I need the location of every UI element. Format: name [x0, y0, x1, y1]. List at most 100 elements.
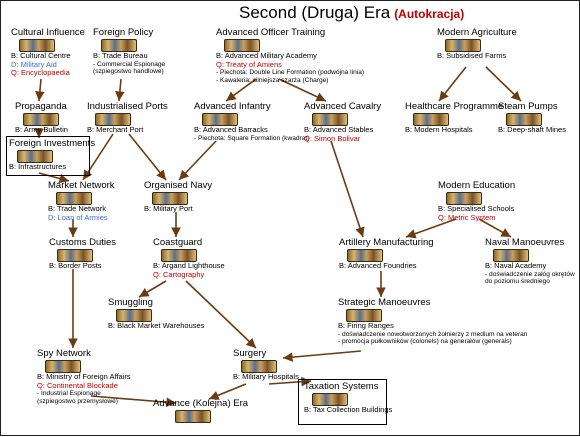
tech-detail-line: B: Military Hospitals: [233, 372, 299, 381]
tech-detail-line: B: Ministry of Foreign Affairs: [37, 372, 131, 381]
arrow-advanced-officer-training-to-advanced-infantry: [225, 78, 257, 102]
tech-picture-icon: [101, 39, 137, 52]
tech-detail-line: B: Cultural Centre: [11, 51, 71, 60]
tech-node-naval-manoeuvres[interactable]: Naval Manoeuvres B: Naval Academy- doświa…: [485, 237, 575, 286]
tech-name: Coastguard: [153, 237, 203, 248]
foreign-investments-highlight-frame: [6, 136, 90, 176]
arrow-strategic-manoeuvres-to-surgery: [282, 350, 362, 362]
tech-node-customs-duties[interactable]: Customs Duties B: Border Posts: [49, 237, 116, 271]
tech-node-advance-era[interactable]: Advance (Kolejna) Era: [153, 398, 248, 423]
tech-picture-icon: [56, 192, 92, 205]
tech-name: Strategic Manoeuvres: [338, 297, 431, 308]
tech-detail-line: - Piechota: Square Formation (kwadrat): [194, 134, 310, 142]
tech-name: Spy Network: [37, 348, 91, 359]
tech-node-spy-network[interactable]: Spy Network B: Ministry of Foreign Affair…: [37, 348, 131, 405]
tech-detail-line: B: Black Market Warehouses: [108, 321, 205, 330]
page-title: Second (Druga) Era(Autokracja): [239, 3, 464, 23]
tech-name: Organised Navy: [144, 180, 213, 191]
tech-node-artillery-manufacturing[interactable]: Artillery Manufacturing B: Advanced Found…: [339, 237, 434, 271]
arrow-coastguard-to-smuggling: [138, 280, 167, 298]
taxation-systems-highlight-frame: [298, 379, 387, 425]
arrow-modern-education-to-artillery-manufacturing: [405, 218, 457, 239]
tech-name: Propaganda: [15, 101, 67, 112]
tech-detail-line: B: Military Port: [144, 204, 193, 213]
tech-name: Taxation Systems: [304, 381, 379, 392]
tech-detail-line: - doświadczenie nowotworzonych żołnierzy…: [338, 330, 528, 338]
tech-detail-line: - Commercial Espionage: [93, 60, 166, 68]
tech-picture-icon: [95, 113, 131, 126]
arrow-modern-education-to-naval-manoeuvres: [478, 218, 512, 238]
arrow-foreign-policy-to-industrialised-ports: [115, 78, 125, 102]
tech-name: Foreign Investments: [9, 138, 96, 149]
tech-name: Smuggling: [108, 297, 153, 308]
tech-picture-icon: [224, 39, 260, 52]
arrow-foreign-investments-to-market-network: [38, 172, 70, 184]
arrow-industrialised-ports-to-market-network: [82, 133, 114, 181]
tech-detail-line: Q: Treaty of Amiens: [216, 59, 282, 69]
tech-name: Advanced Officer Training: [216, 27, 326, 38]
tech-picture-icon: [241, 360, 277, 373]
tech-picture-icon: [19, 39, 55, 52]
tech-name: Advanced Cavalry: [304, 101, 382, 112]
arrow-coastguard-to-surgery: [185, 280, 257, 349]
tech-detail-line: - Industrial Espionage: [37, 390, 101, 398]
tech-picture-icon: [23, 113, 59, 126]
tech-detail-line: Q: Cartography: [153, 269, 205, 279]
tech-name: Cultural Influence: [11, 27, 85, 38]
tech-detail-line: (szpiegostwo handlowe): [93, 68, 164, 76]
tech-detail-line: B: Trade Network: [48, 204, 106, 213]
tech-detail-line: B: Advanced Foundries: [339, 261, 417, 270]
tech-detail-line: B: Advanced Military Academy: [216, 51, 317, 60]
tech-detail-line: D: Military Aid: [11, 59, 57, 69]
tech-name: Modern Agriculture: [437, 27, 517, 38]
tech-node-healthcare-programme[interactable]: Healthcare Programme B: Modern Hospitals: [405, 101, 503, 135]
tech-picture-icon: [202, 113, 238, 126]
tech-detail-line: B: Modern Hospitals: [405, 125, 473, 134]
tech-node-smuggling[interactable]: Smuggling B: Black Market Warehouses: [108, 297, 204, 331]
tech-picture-icon: [413, 113, 449, 126]
arrow-industrialised-ports-to-organised-navy: [128, 133, 167, 181]
tech-name: Artillery Manufacturing: [339, 237, 434, 248]
tech-picture-icon: [175, 410, 211, 423]
tech-detail-line: B: Border Posts: [49, 261, 102, 270]
tech-picture-icon: [493, 249, 529, 262]
title-text: Second (Druga) Era: [239, 3, 391, 22]
tech-detail-line: Q: Encyclopaedia: [11, 68, 70, 78]
arrow-surgery-to-taxation-systems: [268, 376, 312, 387]
tech-detail-line: Q: Metric System: [438, 212, 496, 222]
tech-picture-icon: [116, 309, 152, 322]
tech-detail-line: B: Advanced Barracks: [194, 125, 268, 134]
tech-picture-icon: [446, 192, 482, 205]
tech-detail-line: Q: Simon Bolivar: [304, 133, 361, 143]
tech-name: Industrialised Ports: [87, 101, 168, 112]
tech-name: Healthcare Programme: [405, 101, 504, 112]
tech-detail-line: B: Naval Academy: [485, 261, 547, 270]
tech-node-advanced-officer-training[interactable]: Advanced Officer Training B: Advanced Mil…: [216, 27, 364, 84]
tech-name: Steam Pumps: [498, 101, 558, 112]
tech-picture-icon: [57, 249, 93, 262]
tech-detail-line: B: Specialised Schools: [438, 204, 515, 213]
tech-node-organised-navy[interactable]: Organised Navy B: Military Port: [144, 180, 212, 214]
tech-detail-line: B: Argand Lighthouse: [153, 261, 225, 270]
tech-detail-line: - doświadczenie załóg okrętów: [485, 270, 575, 278]
tech-name: Naval Manoeuvres: [485, 237, 565, 248]
arrow-modern-agriculture-to-steam-pumps: [485, 66, 522, 102]
arrow-surgery-to-advance-era: [208, 383, 247, 400]
tech-name: Customs Duties: [49, 237, 117, 248]
